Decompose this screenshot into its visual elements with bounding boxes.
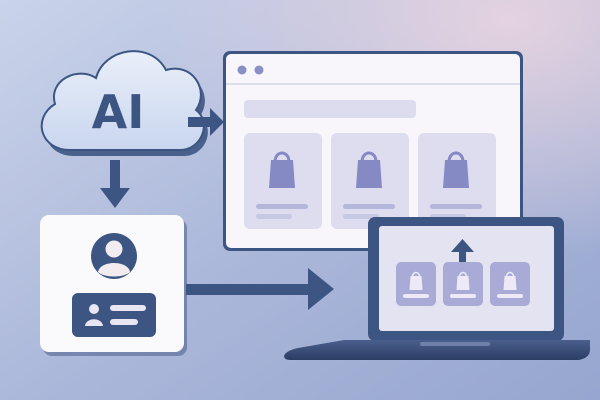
laptop-product-list [396, 262, 530, 306]
laptop-product-line [450, 294, 476, 298]
laptop-product-card [396, 262, 436, 306]
ai-cloud: AI [40, 50, 208, 157]
cloud-ai-label: AI [92, 85, 145, 139]
shopping-bag-icon [503, 271, 517, 290]
browser-product-list [244, 133, 496, 229]
shopping-bag-icon [269, 151, 295, 188]
shopping-bag-icon [409, 271, 423, 290]
window-dot-2 [254, 65, 264, 75]
id-card-icon [72, 293, 156, 337]
laptop-product-card [443, 262, 483, 306]
browser-window [223, 51, 523, 251]
shopping-bag-icon [356, 151, 382, 188]
cloud-icon [40, 50, 205, 151]
product-price-line [343, 214, 379, 219]
arrow-profile-to-laptop [186, 268, 334, 310]
shopping-bag-icon [443, 151, 469, 188]
product-card [418, 133, 496, 229]
laptop-product-card [490, 262, 530, 306]
laptop-product-line [403, 294, 429, 298]
laptop-product-line [497, 294, 523, 298]
product-card [244, 133, 322, 229]
arrow-cloud-to-browser [188, 108, 224, 136]
arrow-cloud-to-profile [100, 160, 130, 208]
laptop-icon [284, 217, 590, 360]
product-title-line [343, 204, 395, 209]
browser-search-bar [244, 100, 416, 118]
window-dot-1 [237, 65, 247, 75]
laptop-base [284, 340, 590, 360]
product-price-line [256, 214, 292, 219]
user-profile-card [40, 215, 187, 356]
user-avatar-icon [91, 233, 137, 279]
product-title-line [256, 204, 308, 209]
product-card [331, 133, 409, 229]
arrow-up-icon [451, 239, 474, 268]
shopping-bag-icon [456, 271, 470, 290]
product-title-line [430, 204, 482, 209]
